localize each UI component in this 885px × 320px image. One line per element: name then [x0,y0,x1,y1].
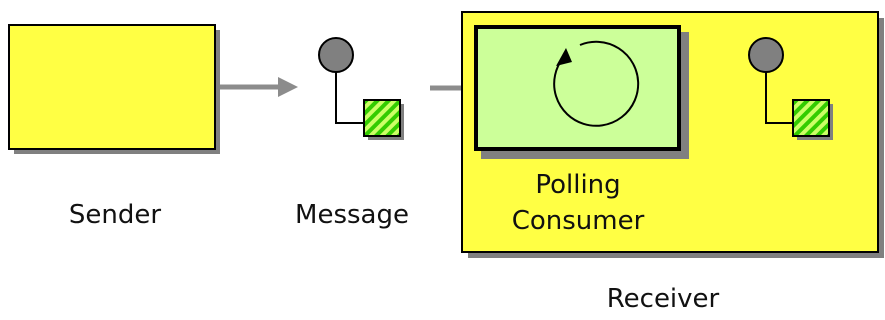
consumer-label-line1: Polling [535,170,620,200]
message-label: Message [295,200,409,230]
received-message-icon [748,37,833,140]
sender-box [8,24,220,154]
sender-label: Sender [69,200,161,230]
consumer-label-line2: Consumer [512,206,645,236]
receiver-label: Receiver [607,284,720,314]
polling-consumer-box [474,25,689,159]
circular-arrow-icon [553,40,640,127]
message-icon [318,37,404,140]
arrow-sender-to-message [220,77,298,97]
